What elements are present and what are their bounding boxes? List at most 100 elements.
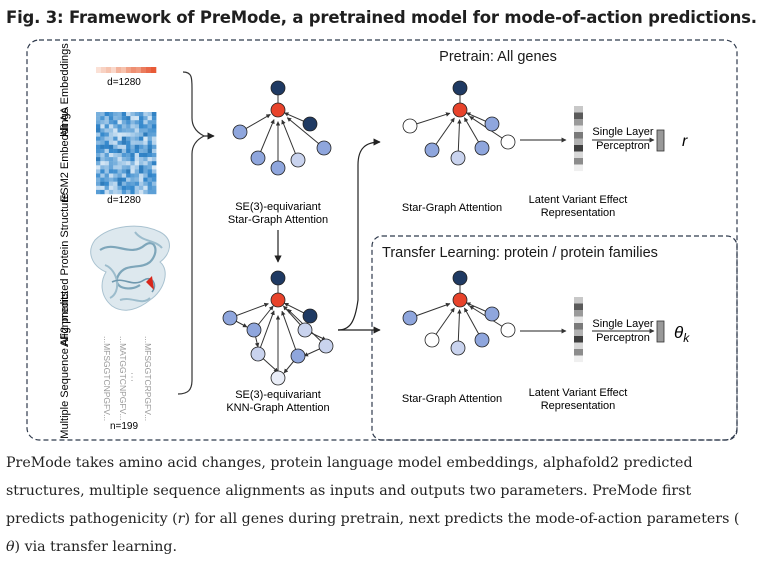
esm2-cell bbox=[113, 120, 118, 125]
transfer-latent-label-1: Latent Variant Effect bbox=[529, 387, 628, 399]
latent-cell bbox=[574, 158, 583, 165]
caption-line-2: structures, multiple sequence alignments… bbox=[6, 483, 692, 499]
transfer-output-bar bbox=[656, 320, 665, 343]
graph-node-center bbox=[452, 292, 468, 308]
esm2-cell bbox=[130, 116, 135, 121]
esm2-cell bbox=[108, 177, 114, 182]
esm2-cell bbox=[139, 165, 144, 170]
esm2-cell bbox=[113, 165, 118, 170]
esm2-cell bbox=[134, 128, 140, 133]
esm2-cell bbox=[151, 124, 157, 129]
esm2-cell bbox=[134, 185, 140, 191]
esm2-cell bbox=[100, 181, 105, 186]
figure-title: Fig. 3: Framework of PreMode, a pretrain… bbox=[6, 8, 757, 27]
alt-aa-cell bbox=[151, 67, 157, 73]
transfer-latent-label-2: Representation bbox=[541, 400, 616, 412]
msa-seq-2: ...MATGGTCNPGFV... bbox=[118, 336, 128, 421]
graph-node-center bbox=[270, 102, 286, 118]
esm2-cell bbox=[143, 189, 148, 195]
esm2-cell bbox=[100, 185, 105, 191]
esm2-cell bbox=[134, 181, 140, 186]
graph-node bbox=[484, 116, 500, 132]
graph-node-dark bbox=[270, 80, 286, 96]
esm2-cell bbox=[121, 181, 127, 186]
esm2-cell bbox=[108, 185, 114, 191]
knn-encoder-label-1: SE(3)-equivariant bbox=[235, 389, 321, 401]
esm2-cell bbox=[143, 128, 148, 133]
esm2-cell bbox=[139, 132, 144, 137]
latent-cell bbox=[574, 310, 583, 317]
pretrain-title: Pretrain: All genes bbox=[439, 49, 557, 65]
caption-line-1: PreMode takes amino acid changes, protei… bbox=[6, 455, 693, 471]
esm2-cell bbox=[147, 181, 153, 186]
esm2-cell bbox=[139, 169, 144, 174]
star-encoder-label-2: Star-Graph Attention bbox=[228, 214, 328, 226]
esm2-cell bbox=[121, 153, 127, 158]
esm2-cell bbox=[96, 124, 101, 129]
esm2-cell bbox=[143, 148, 148, 154]
msa-seq-1: ...MFSGGTCNPGFV... bbox=[102, 336, 112, 421]
graph-node-dark bbox=[270, 270, 286, 286]
esm2-cell bbox=[96, 185, 101, 191]
esm2-cell bbox=[151, 189, 157, 195]
esm2-cell bbox=[147, 128, 153, 133]
latent-cell bbox=[574, 151, 583, 159]
esm2-cell bbox=[96, 177, 101, 182]
transfer-star-graph bbox=[402, 270, 516, 356]
esm2-cell bbox=[134, 173, 140, 178]
esm2-cell bbox=[121, 132, 127, 137]
esm2-cell bbox=[121, 148, 127, 154]
graph-node bbox=[402, 310, 418, 326]
alt-aa-cell bbox=[141, 67, 147, 73]
esm2-cell bbox=[117, 144, 122, 150]
esm2-cell bbox=[134, 189, 140, 195]
esm2-cell bbox=[126, 181, 131, 186]
esm2-cell bbox=[121, 144, 127, 150]
esm2-cell bbox=[126, 132, 131, 137]
esm2-cell bbox=[113, 189, 118, 195]
esm2-cell bbox=[108, 144, 114, 150]
esm2-cell bbox=[126, 161, 131, 166]
esm2-cell bbox=[96, 148, 101, 154]
esm2-cell bbox=[113, 144, 118, 150]
esm2-cell bbox=[134, 136, 140, 141]
esm2-cell bbox=[117, 165, 122, 170]
esm2-cell bbox=[139, 157, 144, 162]
esm2-cell bbox=[117, 153, 122, 158]
esm2-cell bbox=[104, 116, 110, 121]
esm2-cell bbox=[117, 181, 122, 186]
esm2-cell bbox=[108, 136, 114, 141]
esm2-cell bbox=[113, 132, 118, 137]
transfer-perceptron-label-2: Perceptron bbox=[596, 332, 650, 344]
esm2-cell bbox=[147, 132, 153, 137]
esm2-cell bbox=[100, 161, 105, 166]
esm2-cell bbox=[104, 173, 110, 178]
star-graph-encoder bbox=[232, 80, 332, 176]
esm2-cell bbox=[147, 120, 153, 125]
esm2-cell bbox=[126, 165, 131, 170]
esm2-cell bbox=[130, 153, 135, 158]
graph-node bbox=[290, 152, 306, 168]
esm2-cell bbox=[117, 136, 122, 141]
knn-graph-encoder bbox=[222, 270, 334, 386]
esm2-cell bbox=[147, 136, 153, 141]
esm2-cell bbox=[134, 112, 140, 117]
graph-node bbox=[450, 340, 466, 356]
transfer-learning-frame bbox=[371, 235, 738, 441]
latent-cell bbox=[574, 342, 583, 350]
esm2-cell bbox=[121, 177, 127, 182]
graph-edge bbox=[257, 310, 275, 355]
esm2-cell bbox=[113, 112, 118, 117]
esm2-cell bbox=[113, 128, 118, 133]
esm2-cell bbox=[104, 144, 110, 150]
protein-structure-image bbox=[90, 225, 170, 311]
pretrain-latent-label-1: Latent Variant Effect bbox=[529, 194, 628, 206]
esm2-cell bbox=[139, 124, 144, 129]
esm2-cell bbox=[117, 148, 122, 154]
esm2-cell bbox=[104, 128, 110, 133]
star-encoder-label-1: SE(3)-equivariant bbox=[235, 201, 321, 213]
esm2-cell bbox=[96, 169, 101, 174]
esm2-cell bbox=[147, 169, 153, 174]
esm2-cell bbox=[104, 120, 110, 125]
latent-cell bbox=[574, 112, 583, 120]
